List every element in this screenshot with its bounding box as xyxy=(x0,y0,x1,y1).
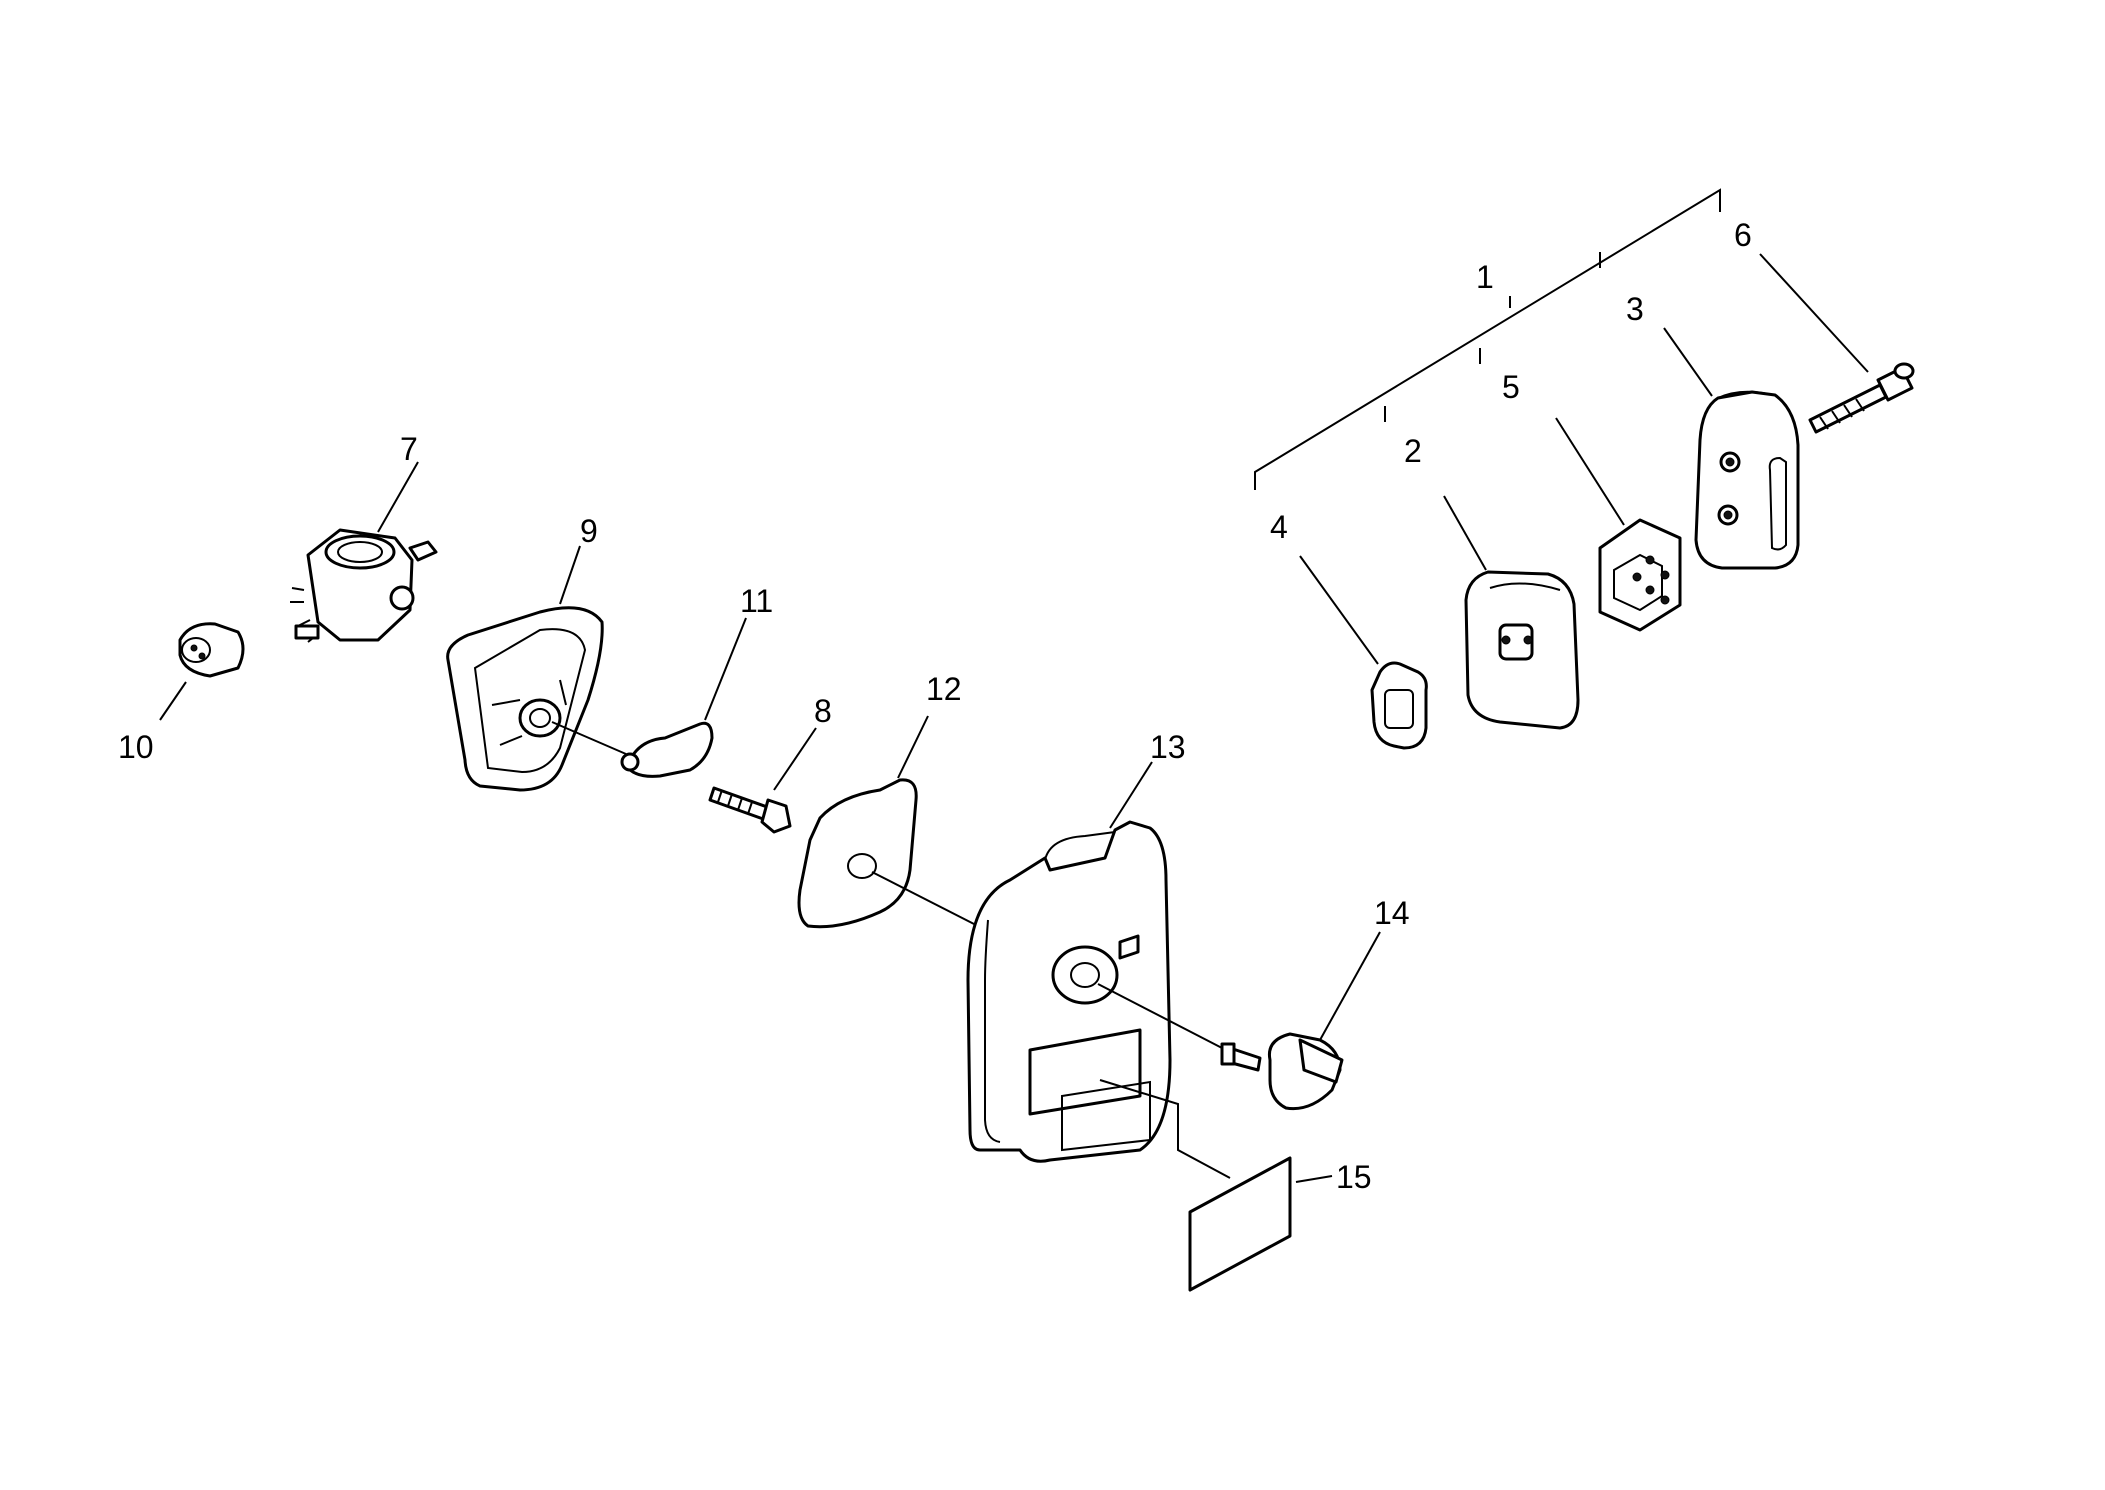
part-15-label xyxy=(1099,1079,1333,1292)
part-14-knob xyxy=(1220,931,1381,1111)
callout-3: 3 xyxy=(1626,291,1644,327)
callout-2: 2 xyxy=(1404,433,1422,469)
callout-9: 9 xyxy=(580,513,598,549)
part-7-carburetor xyxy=(290,461,438,643)
part-2-muffler-body xyxy=(1443,495,1580,730)
part-8-screw xyxy=(708,727,817,834)
callout-13: 13 xyxy=(1150,729,1186,765)
callout-5: 5 xyxy=(1502,369,1520,405)
part-3-muffler-cover xyxy=(1663,327,1800,570)
part-4-gasket xyxy=(1299,555,1428,750)
callout-14: 14 xyxy=(1374,895,1410,931)
part-13-air-cleaner-cover xyxy=(966,761,1172,1163)
callout-12: 12 xyxy=(926,671,962,707)
callout-15: 15 xyxy=(1336,1159,1372,1195)
part-9-adaptor xyxy=(446,545,604,792)
callout-10: 10 xyxy=(118,729,154,765)
callout-11: 11 xyxy=(740,583,773,619)
callout-1: 1 xyxy=(1476,259,1494,295)
connector-line xyxy=(1097,983,1223,1049)
callout-8: 8 xyxy=(814,693,832,729)
callout-7: 7 xyxy=(400,431,418,467)
callout-4: 4 xyxy=(1270,509,1288,545)
muffler-assembly-bracket xyxy=(1254,188,1721,490)
connector-line xyxy=(551,721,627,755)
part-11-choke-lever xyxy=(620,617,747,778)
part-12-air-filter xyxy=(797,715,929,929)
callout-6: 6 xyxy=(1734,217,1752,253)
part-6-bolt xyxy=(1759,253,1915,434)
connector-line xyxy=(871,871,975,925)
part-10-insulator xyxy=(159,622,245,721)
part-5-baffle xyxy=(1555,417,1682,632)
